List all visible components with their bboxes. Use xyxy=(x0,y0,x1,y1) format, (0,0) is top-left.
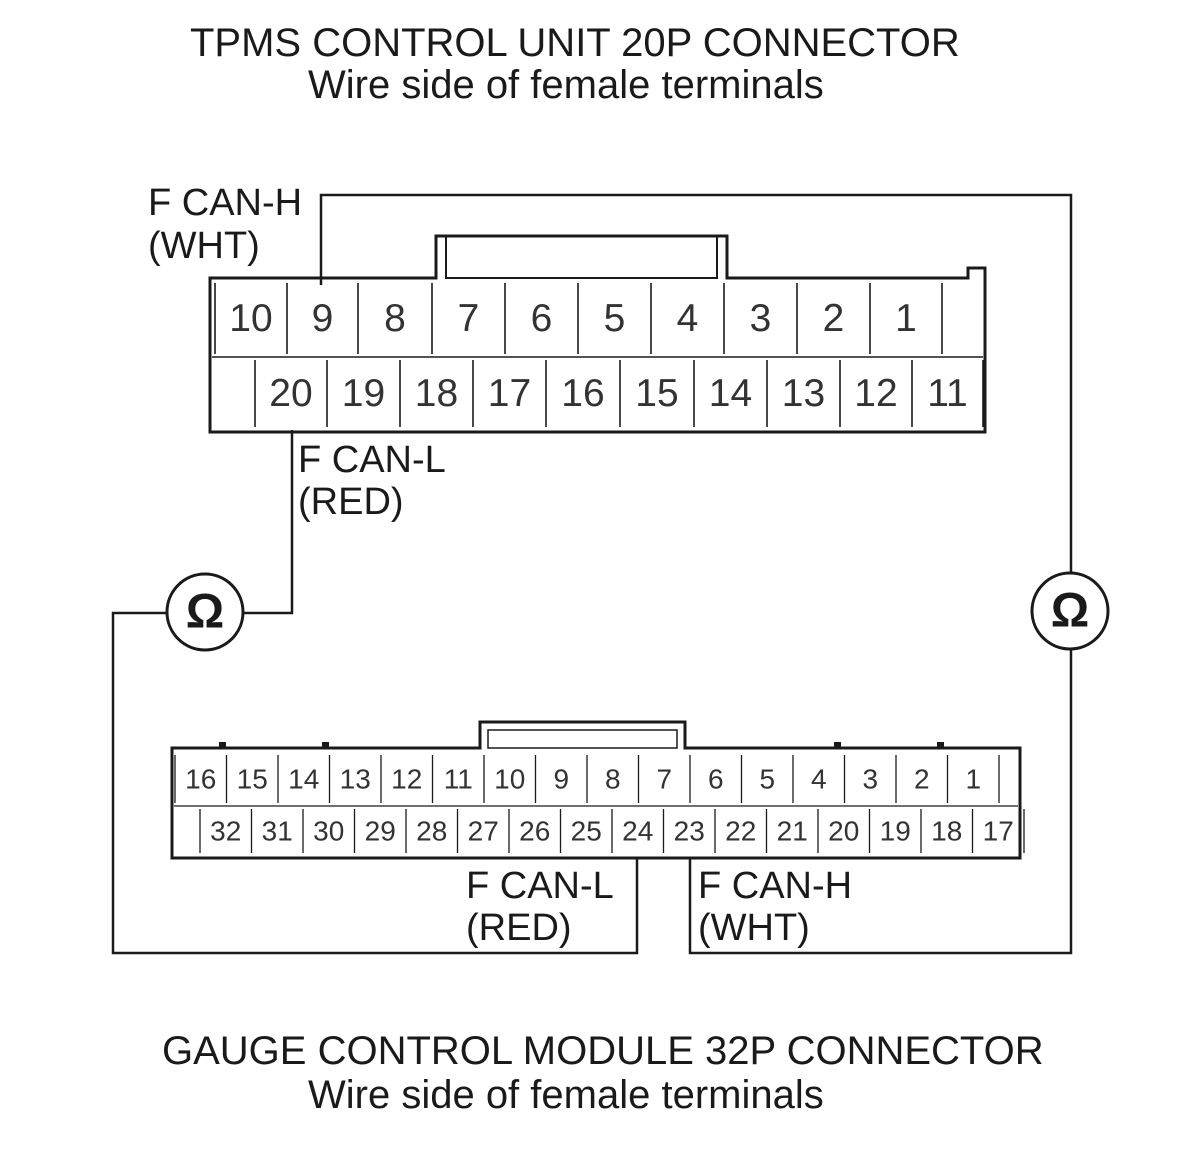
terminal-23: 23 xyxy=(674,816,705,847)
terminal-1: 1 xyxy=(965,764,981,795)
ohm-symbol-right: Ω xyxy=(1051,585,1089,638)
terminal-16: 16 xyxy=(185,764,216,795)
terminal-26: 26 xyxy=(519,816,550,847)
terminal-14: 14 xyxy=(709,372,752,415)
bottom-can-h-color: (WHT) xyxy=(698,907,810,949)
terminal-31: 31 xyxy=(262,816,293,847)
bottom-connector-lock xyxy=(487,729,678,749)
tpms-connector-20p xyxy=(208,234,987,434)
can-h-wire xyxy=(319,193,1073,572)
terminal-8: 8 xyxy=(384,297,406,340)
terminal-27: 27 xyxy=(468,816,499,847)
ohm-symbol-left: Ω xyxy=(186,586,224,639)
ohmmeter-left: Ω xyxy=(165,572,245,652)
wires xyxy=(111,193,1073,955)
terminal-15: 15 xyxy=(237,764,268,795)
top-can-l-label: F CAN-L xyxy=(298,439,446,481)
terminal-14: 14 xyxy=(288,764,319,795)
terminal-1: 1 xyxy=(895,297,917,340)
terminal-19: 19 xyxy=(880,816,911,847)
ohmmeter-left-icon xyxy=(165,572,245,652)
can-h-wire-lower xyxy=(688,650,1073,955)
terminal-5: 5 xyxy=(759,764,775,795)
terminal-9: 9 xyxy=(553,764,569,795)
terminal-25: 25 xyxy=(571,816,602,847)
top-connector-outline xyxy=(208,234,987,434)
terminal-8: 8 xyxy=(605,764,621,795)
bottom-connector-title: GAUGE CONTROL MODULE 32P CONNECTOR xyxy=(162,1029,1044,1073)
ohmmeter-right-icon xyxy=(1030,571,1110,651)
ohmmeter-right: Ω xyxy=(1030,571,1110,651)
terminal-19: 19 xyxy=(342,372,385,415)
terminal-4: 4 xyxy=(677,297,699,340)
terminal-3: 3 xyxy=(750,297,772,340)
bottom-connector-outline xyxy=(170,720,1022,860)
terminal-9: 9 xyxy=(312,297,334,340)
terminal-18: 18 xyxy=(931,816,962,847)
terminal-12: 12 xyxy=(854,372,897,415)
terminal-20: 20 xyxy=(828,816,859,847)
terminal-7: 7 xyxy=(656,764,672,795)
top-can-h-color: (WHT) xyxy=(148,225,260,267)
terminal-2: 2 xyxy=(914,764,930,795)
terminal-5: 5 xyxy=(604,297,626,340)
terminal-16: 16 xyxy=(561,372,604,415)
bottom-can-h-label: F CAN-H xyxy=(698,865,852,907)
terminal-28: 28 xyxy=(416,816,447,847)
bottom-can-l-label: F CAN-L xyxy=(466,865,614,907)
terminal-12: 12 xyxy=(391,764,422,795)
terminal-4: 4 xyxy=(811,764,827,795)
top-can-h-label: F CAN-H xyxy=(148,182,302,224)
terminal-10: 10 xyxy=(229,297,272,340)
bottom-can-l-color: (RED) xyxy=(466,907,572,949)
top-connector-title: TPMS CONTROL UNIT 20P CONNECTOR xyxy=(190,21,960,65)
terminal-21: 21 xyxy=(777,816,808,847)
terminal-6: 6 xyxy=(531,297,553,340)
terminal-17: 17 xyxy=(983,816,1014,847)
terminal-7: 7 xyxy=(458,297,480,340)
terminal-32: 32 xyxy=(210,816,241,847)
terminal-29: 29 xyxy=(365,816,396,847)
terminal-2: 2 xyxy=(823,297,845,340)
bottom-connector-tabs xyxy=(219,742,944,749)
can-l-wire-lower xyxy=(111,611,639,955)
terminal-20: 20 xyxy=(269,372,312,415)
terminal-6: 6 xyxy=(708,764,724,795)
terminal-10: 10 xyxy=(494,764,525,795)
terminal-11: 11 xyxy=(444,764,473,795)
terminal-24: 24 xyxy=(622,816,653,847)
terminal-17: 17 xyxy=(488,372,531,415)
terminal-30: 30 xyxy=(313,816,344,847)
gauge-connector-32p xyxy=(170,720,1022,860)
terminal-18: 18 xyxy=(415,372,458,415)
terminal-13: 13 xyxy=(782,372,825,415)
can-l-wire xyxy=(244,430,294,615)
top-connector-subtitle: Wire side of female terminals xyxy=(308,63,824,107)
terminal-11: 11 xyxy=(927,372,968,415)
top-can-l-color: (RED) xyxy=(298,481,404,523)
terminal-3: 3 xyxy=(862,764,878,795)
terminal-13: 13 xyxy=(340,764,371,795)
top-connector-lock xyxy=(445,235,718,279)
terminal-22: 22 xyxy=(725,816,756,847)
bottom-connector-subtitle: Wire side of female terminals xyxy=(308,1073,824,1117)
terminal-15: 15 xyxy=(635,372,678,415)
